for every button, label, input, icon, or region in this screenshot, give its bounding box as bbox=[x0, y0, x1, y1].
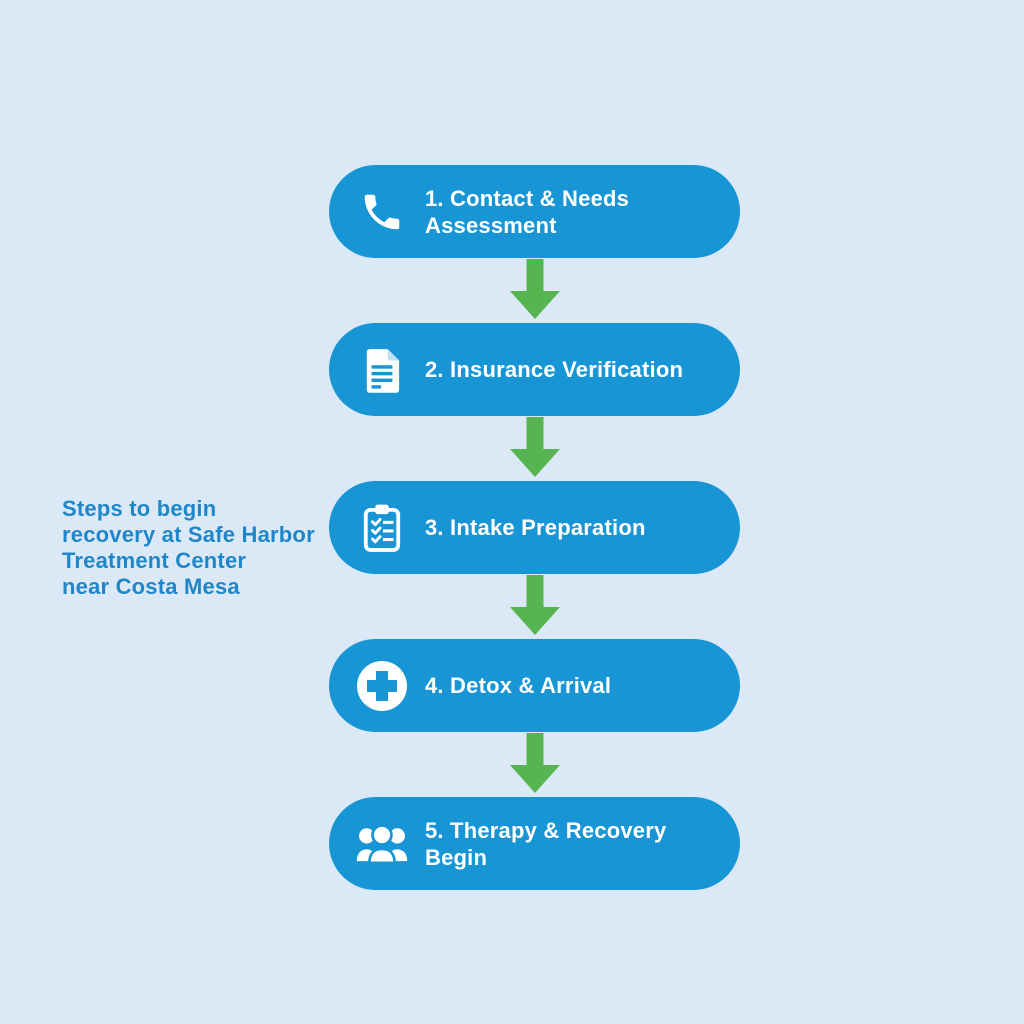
step-pill-insurance-verification: 2. Insurance Verification bbox=[329, 323, 740, 416]
document-icon bbox=[355, 342, 409, 398]
phone-icon bbox=[355, 184, 409, 240]
step-pill-therapy-recovery: 5. Therapy & Recovery Begin bbox=[329, 797, 740, 890]
clipboard-checklist-icon bbox=[355, 500, 409, 556]
step-pill-intake-preparation: 3. Intake Preparation bbox=[329, 481, 740, 574]
step-label: 1. Contact & Needs Assessment bbox=[425, 185, 630, 238]
step-label: 4. Detox & Arrival bbox=[425, 673, 612, 698]
arrow-down-icon bbox=[508, 258, 562, 323]
medical-cross-icon bbox=[355, 658, 409, 714]
side-caption: Steps to begin recovery at Safe Harbor T… bbox=[62, 496, 315, 599]
arrow-down-icon bbox=[508, 574, 562, 639]
step-pill-detox-arrival: 4. Detox & Arrival bbox=[329, 639, 740, 732]
process-flow: 1. Contact & Needs Assessment 2. Insu bbox=[329, 165, 740, 890]
step-pill-contact-needs-assessment: 1. Contact & Needs Assessment bbox=[329, 165, 740, 258]
arrow-down-icon bbox=[508, 732, 562, 797]
arrow-down-icon bbox=[508, 416, 562, 481]
step-label: 3. Intake Preparation bbox=[425, 515, 646, 540]
step-label: 2. Insurance Verification bbox=[425, 357, 684, 382]
step-label: 5. Therapy & Recovery Begin bbox=[425, 817, 667, 870]
people-group-icon bbox=[355, 816, 409, 872]
